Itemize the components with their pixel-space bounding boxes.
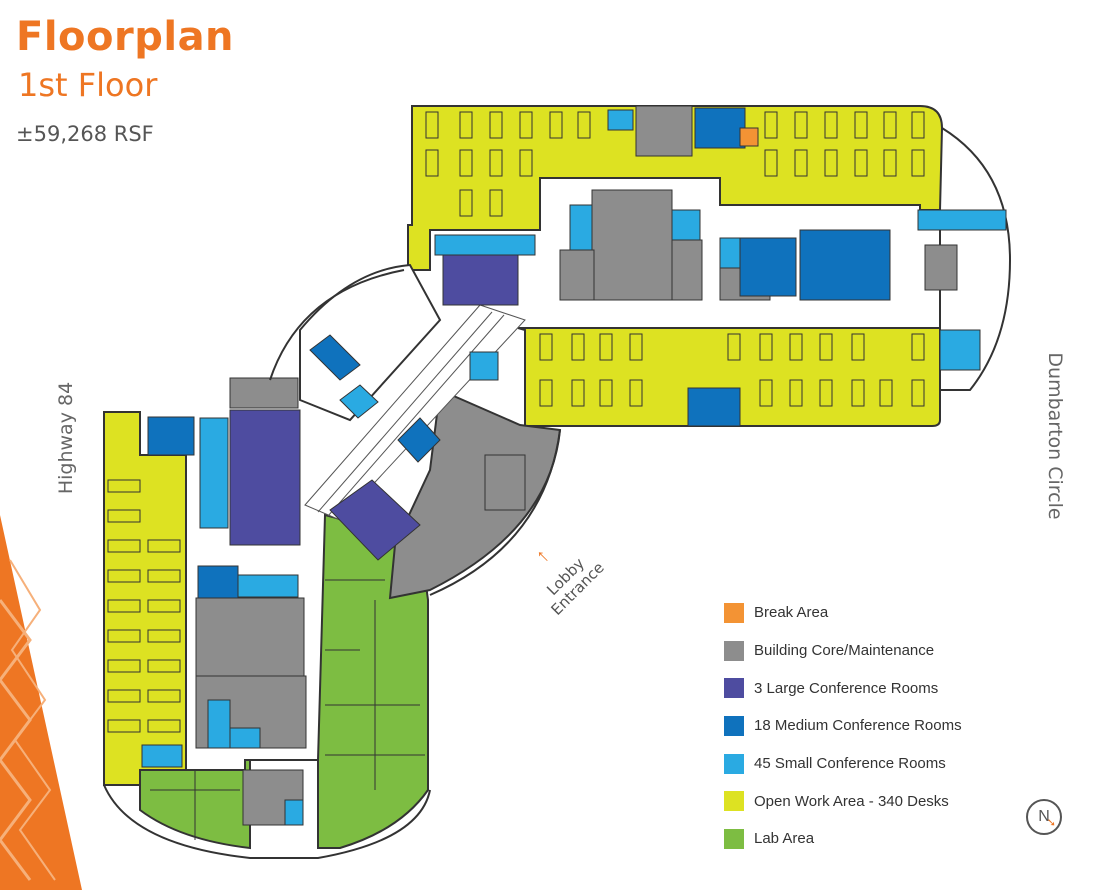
legend-item-medium-conference: 18 Medium Conference Rooms (724, 707, 962, 745)
lab-area (139, 513, 429, 850)
medium-conference-rooms (147, 107, 891, 599)
map-legend: Break Area Building Core/Maintenance 3 L… (724, 594, 962, 858)
building-outline (103, 269, 561, 859)
legend-swatch (724, 715, 744, 736)
legend-label: Open Work Area - 340 Desks (754, 792, 949, 810)
legend-label: 3 Large Conference Rooms (754, 679, 939, 697)
core-top-small (635, 105, 693, 157)
core-top-right (671, 239, 703, 301)
legend-swatch (724, 678, 744, 699)
north-arrow-icon: N ➘ (1026, 799, 1062, 835)
legend-item-building-core: Building Core/Maintenance (724, 632, 962, 670)
page-title: Floorplan (16, 14, 235, 60)
core-left-tall (229, 377, 299, 409)
legend-item-lab-area: Lab Area (724, 820, 962, 858)
core-top-left (559, 249, 595, 301)
legend-swatch (724, 828, 744, 849)
core-left-middle (195, 597, 305, 677)
core-stair-right (924, 244, 958, 291)
small-conference-rooms (141, 109, 1007, 826)
legend-label: Building Core/Maintenance (754, 642, 935, 660)
legend-swatch (724, 791, 744, 812)
legend-swatch (724, 602, 744, 623)
open-work-area-left (103, 411, 187, 786)
legend-item-large-conference: 3 Large Conference Rooms (724, 669, 962, 707)
floor-subtitle: 1st Floor (18, 66, 158, 104)
legend-item-open-work-area: Open Work Area - 340 Desks (724, 782, 962, 820)
large-conf-1 (442, 254, 519, 306)
legend-label: 18 Medium Conference Rooms (754, 717, 962, 735)
lab-partitions (150, 579, 425, 840)
right-rounded-end (939, 126, 1012, 391)
legend-item-small-conference: 45 Small Conference Rooms (724, 745, 962, 783)
atrium (299, 263, 442, 422)
street-label-dumbarton-text: Dumbarton Circle (1044, 352, 1066, 520)
legend-label: 45 Small Conference Rooms (754, 755, 946, 773)
decorative-orange-pattern (0, 515, 82, 890)
legend-item-break-area: Break Area (724, 594, 962, 632)
large-conf-2 (229, 409, 301, 546)
core-top-center (591, 189, 673, 301)
large-conf-3 (329, 479, 421, 561)
legend-label: Break Area (754, 604, 829, 622)
break-areas (739, 127, 759, 147)
compass-pointer-icon: ➘ (1046, 817, 1056, 829)
rentable-area: ±59,268 RSF (16, 122, 154, 146)
building (103, 105, 1012, 850)
legend-swatch (724, 640, 744, 661)
desk-grid (107, 111, 925, 733)
street-label-highway-text: Highway 84 (55, 381, 77, 495)
core-lobby-stack (484, 454, 526, 511)
legend-swatch (724, 753, 744, 774)
legend-label: Lab Area (754, 830, 815, 848)
compass-letter: N (1038, 808, 1050, 825)
